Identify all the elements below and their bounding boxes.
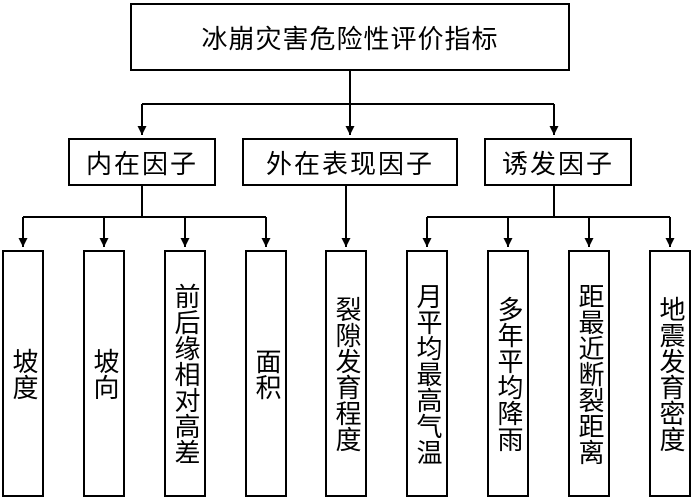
- indicator-label: 坡向: [89, 347, 119, 400]
- diagram-title-box: 冰崩灾害危险性评价指标: [130, 3, 570, 71]
- indicator-area-box: 面积: [245, 250, 287, 497]
- indicator-crevasse-box: 裂隙发育程度: [325, 250, 367, 497]
- category-triggering-box: 诱发因子: [484, 138, 632, 186]
- indicator-label: 前后缘相对高差: [170, 282, 200, 465]
- indicator-fault-distance-box: 距最近断裂距离: [568, 250, 610, 497]
- indicator-slope-box: 坡度: [2, 250, 44, 497]
- category-external-box: 外在表现因子: [242, 138, 458, 186]
- indicator-label: 距最近断裂距离: [574, 282, 604, 465]
- indicator-aspect-box: 坡向: [83, 250, 125, 497]
- indicator-label: 面积: [251, 347, 281, 400]
- diagram-title: 冰崩灾害危险性评价指标: [201, 24, 499, 55]
- category-intrinsic-box: 内在因子: [68, 138, 216, 186]
- indicator-temperature-box: 月平均最高气温: [406, 250, 448, 497]
- category-label: 内在因子: [85, 149, 198, 180]
- indicator-rainfall-box: 多年平均降雨: [487, 250, 529, 497]
- indicator-label: 坡度: [8, 347, 38, 400]
- indicator-label: 裂隙发育程度: [331, 295, 361, 452]
- category-label: 诱发因子: [501, 149, 614, 180]
- indicator-relative-relief-box: 前后缘相对高差: [164, 250, 206, 497]
- indicator-label: 地震发育密度: [655, 295, 685, 452]
- indicator-earthquake-density-box: 地震发育密度: [649, 250, 691, 497]
- category-label: 外在表现因子: [265, 149, 434, 180]
- indicator-label: 月平均最高气温: [412, 282, 442, 465]
- indicator-label: 多年平均降雨: [493, 295, 523, 452]
